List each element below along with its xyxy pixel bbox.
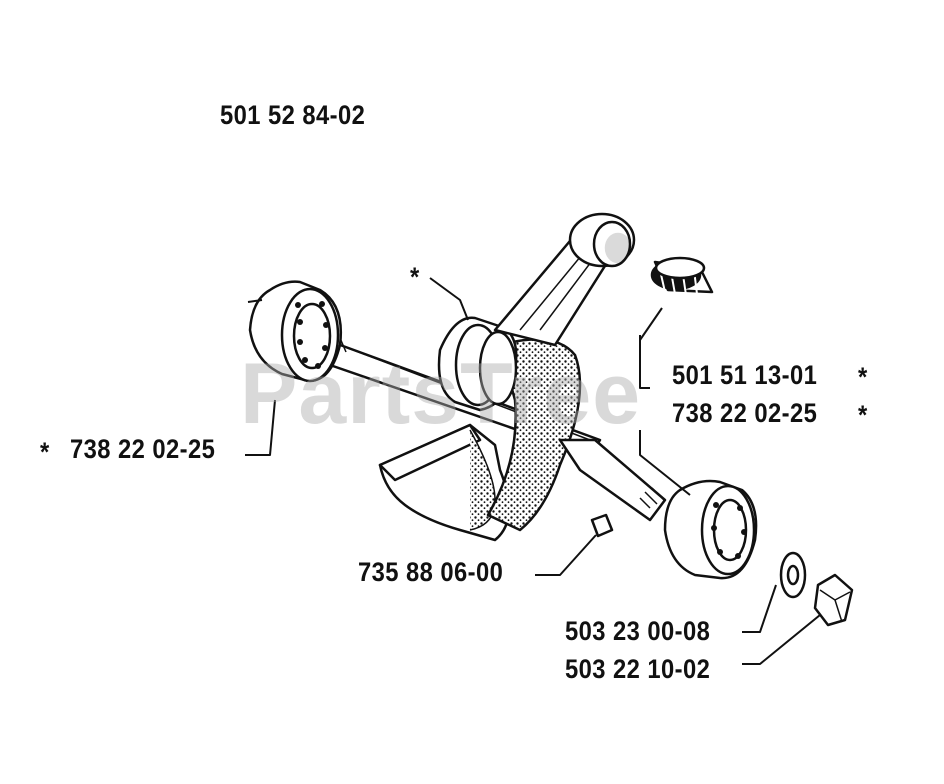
callout-nut: 503 22 10-02 [565,654,711,684]
crank-web [378,338,582,542]
callout-bearing-left-star: * [40,437,50,467]
right-shaft [558,438,667,522]
callout-key: 735 88 06-00 [358,557,504,587]
connecting-rod [493,212,636,347]
left-bearing [247,280,342,383]
woodruff-key [590,513,614,538]
star-marker: * [410,262,420,292]
callout-needle-bearing: 501 51 13-01 [672,360,818,390]
nut [813,573,854,627]
washer [779,551,807,599]
callout-washer: 503 23 00-08 [565,616,711,646]
callout-needle-bearing-star: * [858,362,868,392]
assembly-number: 501 52 84-02 [220,100,366,130]
callout-bearing-left: 738 22 02-25 [70,434,216,464]
crank-pin [437,316,518,412]
leader-lines [245,277,821,665]
callout-bearing-right-star: * [858,400,868,430]
needle-bearing [650,256,714,296]
callout-bearing-right: 738 22 02-25 [672,398,818,428]
right-bearing [663,479,758,580]
